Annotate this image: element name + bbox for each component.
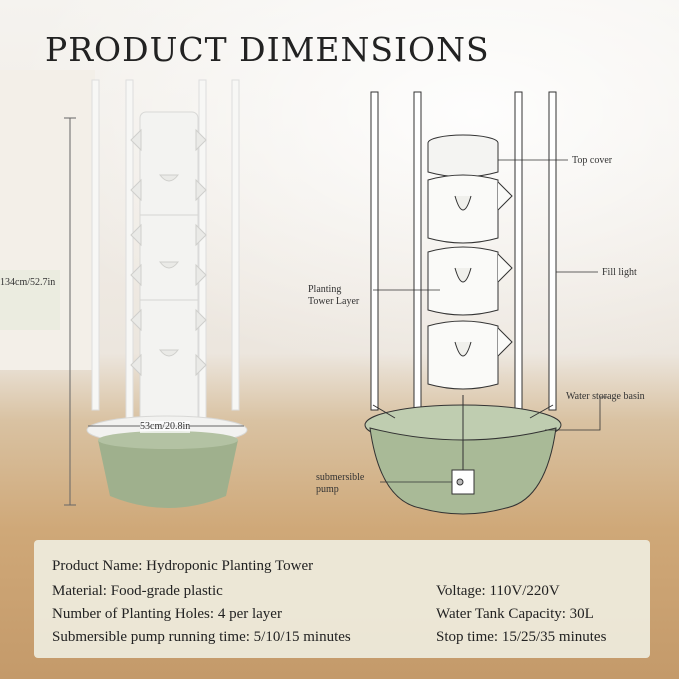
callout-lines (373, 159, 608, 483)
callout-fill-light: Fill light (602, 267, 637, 278)
callout-water-storage-basin: Water storage basin (566, 391, 645, 402)
background-wall (0, 0, 679, 380)
fill-light-pole (514, 91, 523, 411)
spec-stop-time: Stop time: 15/25/35 minutes (436, 629, 607, 645)
callout-submersible-pump: submersible pump (316, 472, 365, 495)
width-dimension-label: 53cm/20.8in (140, 421, 191, 433)
fill-light-pole (370, 91, 379, 411)
water-basin-rim (98, 431, 238, 449)
callout-top-cover: Top cover (572, 155, 613, 166)
fill-light-pole (231, 79, 240, 411)
spec-product-name: Product Name: Hydroponic Planting Tower (52, 558, 314, 574)
plant-pot-background (0, 270, 60, 330)
specifications-panel: Product Name: Hydroponic Planting Tower … (34, 540, 650, 658)
spec-planting-holes: Number of Planting Holes: 4 per layer (52, 606, 282, 622)
water-basin (98, 440, 238, 508)
fill-light-pole (125, 79, 134, 421)
spec-tank-capacity: Water Tank Capacity: 30L (436, 606, 594, 622)
top-cover (427, 143, 499, 178)
spec-voltage: Voltage: 110V/220V (436, 583, 560, 599)
page-title: PRODUCT DIMENSIONS (45, 30, 490, 69)
callout-planting-tower-layer: Planting Tower Layer (308, 284, 360, 307)
height-dimension-label: 134cm/52.7in (0, 277, 56, 288)
fill-light-pole (413, 91, 422, 411)
fill-light-pole (548, 91, 557, 411)
spec-pump-running-time: Submersible pump running time: 5/10/15 m… (52, 629, 351, 645)
spec-material: Material: Food-grade plastic (52, 583, 223, 599)
fill-light-pole (91, 79, 100, 411)
right-tower-diagram (364, 91, 562, 515)
left-tower-photo (86, 79, 248, 508)
